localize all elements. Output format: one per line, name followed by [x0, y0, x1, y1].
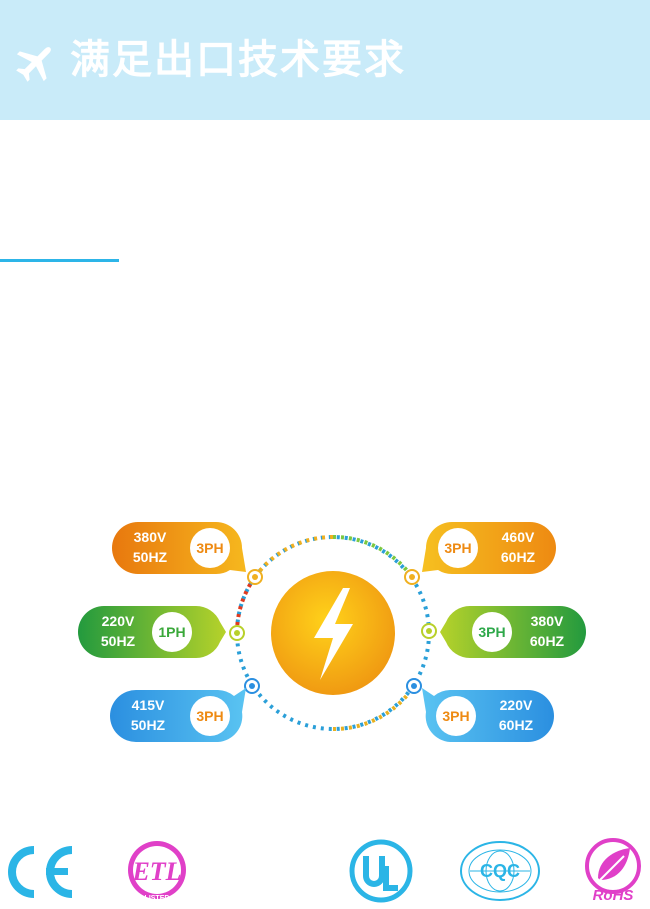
frequency-label: 50HZ — [101, 633, 136, 649]
phase-label: 3PH — [478, 624, 505, 640]
voltage-label: 415V — [132, 697, 165, 713]
voltage-label: 220V — [500, 697, 533, 713]
power-spec-bubble: 220V 50HZ 1PH — [78, 606, 226, 658]
airplane-icon — [16, 47, 51, 82]
power-spec-bubble: 415V 50HZ 3PH — [110, 688, 246, 742]
cqc-logo-icon: CQC — [460, 841, 540, 901]
svg-text:ETL: ETL — [131, 857, 181, 886]
svg-text:RoHS: RoHS — [593, 887, 634, 904]
phase-label: 3PH — [444, 540, 471, 556]
phase-label: 3PH — [196, 540, 223, 556]
ul-logo-icon — [349, 839, 413, 903]
phase-label: 3PH — [442, 708, 469, 724]
power-spec-bubble: 220V 60HZ 3PH — [422, 688, 554, 742]
svg-text:CQC: CQC — [480, 861, 520, 881]
frequency-label: 60HZ — [499, 717, 534, 733]
voltage-label: 460V — [502, 529, 535, 545]
etl-logo-icon: ETL LISTED — [128, 841, 186, 902]
section-divider — [0, 259, 119, 262]
power-spec-bubble: 460V 60HZ 3PH — [422, 522, 556, 575]
page-title: 满足出口技术要求 — [70, 37, 406, 83]
voltage-label: 220V — [102, 613, 135, 629]
phase-label: 3PH — [196, 708, 223, 724]
power-spec-diagram: 380V 50HZ 3PH 220V 50HZ 1PH 415V 50HZ 3P… — [78, 522, 586, 742]
rohs-logo-icon: RoHS — [585, 838, 641, 904]
phase-label: 1PH — [158, 624, 185, 640]
header-banner: 满足出口技术要求 — [0, 0, 650, 120]
power-spec-bubble: 380V 50HZ 3PH — [112, 522, 246, 575]
connector-nodes — [229, 569, 437, 694]
lightning-icon — [314, 588, 353, 680]
frequency-label: 60HZ — [501, 549, 536, 565]
frequency-label: 50HZ — [133, 549, 168, 565]
ce-logo-icon — [8, 846, 73, 898]
frequency-label: 60HZ — [530, 633, 565, 649]
power-spec-bubble: 380V 60HZ 3PH — [440, 606, 586, 658]
voltage-label: 380V — [134, 529, 167, 545]
frequency-label: 50HZ — [131, 717, 166, 733]
svg-text:LISTED: LISTED — [145, 895, 170, 902]
voltage-label: 380V — [531, 613, 564, 629]
